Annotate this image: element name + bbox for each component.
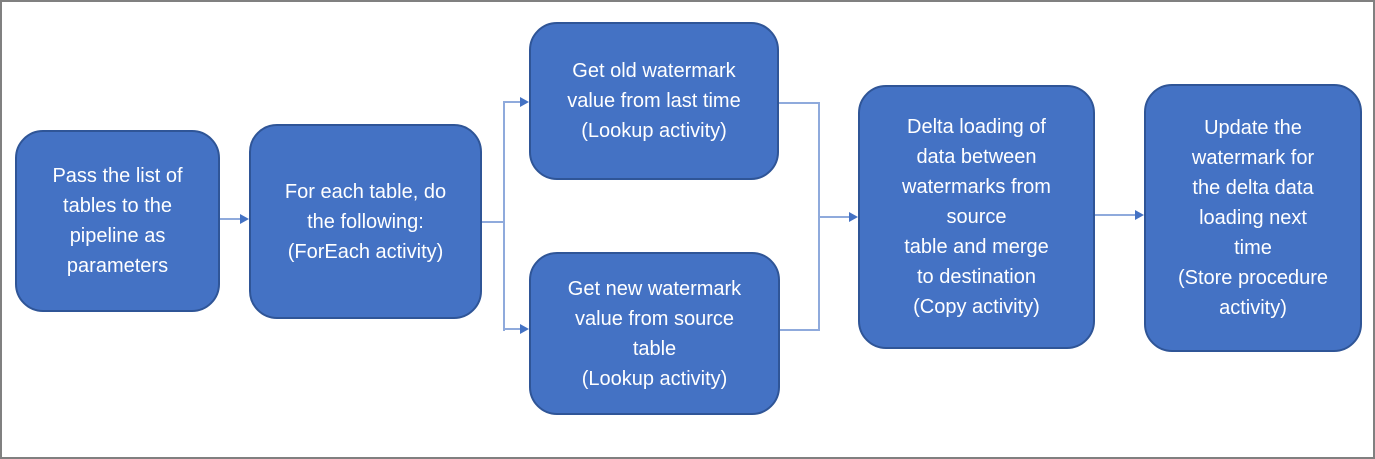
flow-node-get-old-watermark: Get old watermark value from last time (…: [529, 22, 779, 180]
connector-arrowhead-icon: [240, 214, 249, 224]
connector-line: [504, 328, 520, 330]
connector-line: [779, 102, 820, 104]
node-label: Pass the list of tables to the pipeline …: [52, 165, 183, 277]
flow-node-foreach-table: For each table, do the following: (ForEa…: [249, 124, 482, 319]
flow-node-pass-tables: Pass the list of tables to the pipeline …: [15, 130, 220, 312]
node-label: Delta loading of data between watermarks…: [902, 116, 1051, 318]
node-label: For each table, do the following: (ForEa…: [284, 180, 447, 263]
connector-line: [220, 218, 241, 220]
connector-arrowhead-icon: [520, 324, 529, 334]
node-label: Update the watermark for the delta data …: [1177, 117, 1329, 319]
node-label: Get new watermark value from source tabl…: [567, 277, 742, 390]
connector-arrowhead-icon: [1135, 210, 1144, 220]
flow-node-update-watermark: Update the watermark for the delta data …: [1144, 84, 1362, 352]
connector-line: [503, 101, 505, 331]
connector-arrowhead-icon: [520, 97, 529, 107]
connector-line: [482, 221, 505, 223]
flow-node-get-new-watermark: Get new watermark value from source tabl…: [529, 252, 780, 415]
connector-line: [504, 101, 520, 103]
flow-node-delta-loading: Delta loading of data between watermarks…: [858, 85, 1095, 349]
connector-line: [1095, 214, 1135, 216]
node-label: Get old watermark value from last time (…: [567, 60, 741, 142]
connector-line: [780, 329, 820, 331]
connector-arrowhead-icon: [849, 212, 858, 222]
connector-line: [819, 216, 849, 218]
